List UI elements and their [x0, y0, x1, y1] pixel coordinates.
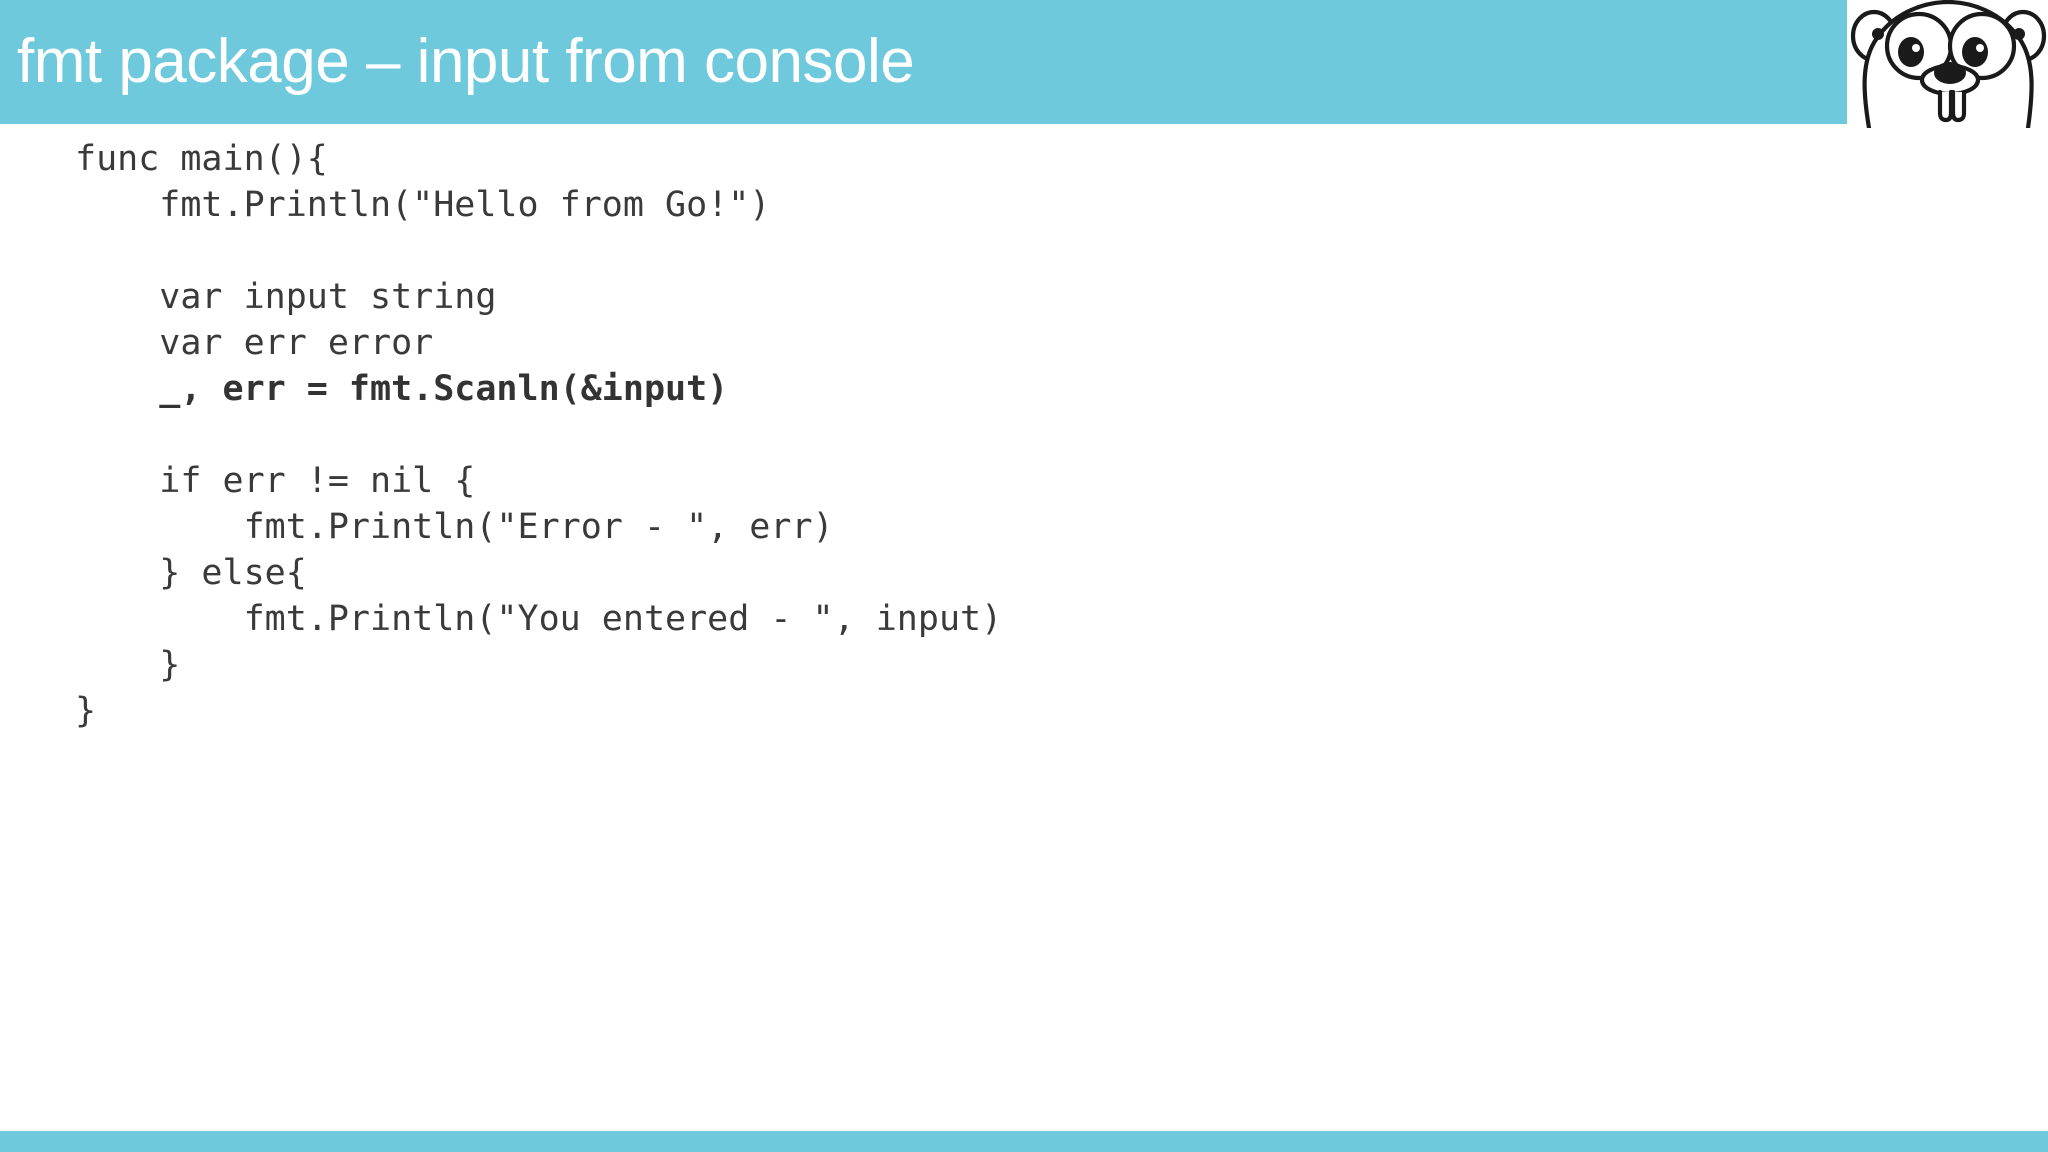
- code-line: fmt.Println("You entered - ", input): [75, 599, 1003, 639]
- code-line: }: [75, 691, 97, 731]
- code-line: [75, 228, 1002, 274]
- code-line: if err != nil {: [75, 461, 476, 501]
- code-line: }: [75, 645, 181, 685]
- code-line: [75, 412, 1002, 458]
- code-line: _, err = fmt.Scanln(&input): [75, 369, 729, 409]
- gopher-eye-highlights: [1912, 44, 1984, 52]
- code-listing: func main(){ fmt.Println("Hello from Go!…: [75, 136, 1002, 734]
- go-gopher-drawing: [1850, 0, 2047, 128]
- code-line: fmt.Println("Hello from Go!"): [75, 185, 771, 225]
- go-gopher-icon: [1847, 0, 2048, 128]
- code-line: fmt.Println("Error - ", err): [75, 507, 834, 547]
- code-line: var err error: [75, 323, 434, 363]
- slide-footer-bar: [0, 1131, 2048, 1152]
- code-line: func main(){: [75, 139, 328, 179]
- code-line: } else{: [75, 553, 307, 593]
- code-line: var input string: [75, 277, 497, 317]
- slide-header-bar: fmt package – input from console: [0, 0, 1847, 124]
- page-title: fmt package – input from console: [17, 27, 915, 96]
